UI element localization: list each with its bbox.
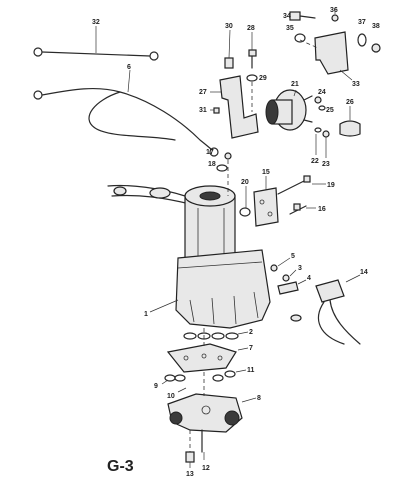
callout-20: 20 — [241, 179, 249, 186]
callout-4: 4 — [307, 275, 311, 282]
bracket-4 — [277, 279, 307, 295]
callout-3: 3 — [298, 265, 302, 272]
figure-label: G-3 — [107, 458, 134, 475]
callout-38: 38 — [372, 23, 380, 30]
callout-17: 17 — [206, 149, 214, 156]
callout-2: 2 — [249, 329, 253, 336]
bracket-27 — [210, 75, 259, 139]
screw-3 — [282, 269, 297, 282]
washer-29 — [246, 74, 258, 82]
callout-36: 36 — [330, 7, 338, 14]
nut-17 — [224, 152, 232, 160]
washer-37 — [357, 33, 367, 47]
assembly-lines — [189, 39, 319, 452]
screw-5 — [270, 257, 291, 272]
callout-8: 8 — [257, 395, 261, 402]
o-rings-9 — [161, 374, 186, 385]
screw-30 — [224, 29, 234, 69]
callout-32: 32 — [92, 19, 100, 26]
callout-13: 13 — [186, 471, 194, 478]
bolt-34 — [289, 11, 316, 21]
solenoid-21 — [265, 89, 313, 131]
washer-22 — [314, 127, 322, 155]
callout-18: 18 — [208, 161, 216, 168]
o-rings-2 — [183, 331, 249, 340]
callout-14: 14 — [360, 269, 368, 276]
washer-18 — [216, 164, 228, 172]
callout-10: 10 — [167, 393, 175, 400]
washer-20 — [239, 186, 251, 217]
nut-23 — [322, 130, 330, 158]
motor-wires — [107, 184, 191, 205]
callout-26: 26 — [346, 99, 354, 106]
callout-29: 29 — [259, 75, 267, 82]
callout-22: 22 — [311, 158, 319, 165]
callout-15: 15 — [262, 169, 270, 176]
screw-31 — [210, 107, 220, 114]
callout-35: 35 — [286, 25, 294, 32]
callout-11: 11 — [247, 367, 255, 374]
callout-31: 31 — [199, 107, 207, 114]
callout-7: 7 — [249, 345, 253, 352]
o-rings-11 — [212, 369, 247, 382]
callout-28: 28 — [247, 25, 255, 32]
reservoir-1 — [149, 249, 271, 329]
callout-1: 1 — [144, 311, 148, 318]
plate-15 — [253, 176, 279, 227]
nut-38 — [371, 43, 381, 53]
nut-24 — [314, 96, 322, 104]
pin-12 — [201, 429, 205, 460]
boot-26 — [339, 106, 361, 137]
callout-21: 21 — [291, 81, 299, 88]
callout-24: 24 — [318, 89, 326, 96]
callout-25: 25 — [326, 107, 334, 114]
nut-36 — [331, 8, 339, 22]
cable-6 — [33, 69, 219, 157]
callout-27: 27 — [199, 89, 207, 96]
valve-body-8 — [167, 393, 257, 433]
washer-35 — [294, 33, 306, 43]
callout-37: 37 — [358, 19, 366, 26]
callout-16: 16 — [318, 206, 326, 213]
bolt-16 — [289, 203, 316, 215]
part-10 — [177, 387, 187, 393]
callout-30: 30 — [225, 23, 233, 30]
bolt-13 — [185, 451, 195, 468]
gasket-7 — [166, 343, 249, 373]
callout-33: 33 — [352, 81, 360, 88]
bolt-28 — [248, 32, 257, 69]
callout-34: 34 — [283, 13, 291, 20]
callout-9: 9 — [154, 383, 158, 390]
washer-25 — [318, 105, 326, 111]
callout-19: 19 — [327, 182, 335, 189]
callout-23: 23 — [322, 161, 330, 168]
callout-labels: 32 6 30 28 29 27 31 21 24 25 26 22 23 33… — [92, 7, 380, 478]
callout-5: 5 — [291, 253, 295, 260]
callout-6: 6 — [127, 64, 131, 71]
callout-12: 12 — [202, 465, 210, 472]
cable-32 — [33, 26, 159, 61]
switch-14 — [290, 274, 361, 345]
bolt-19 — [277, 175, 326, 195]
bracket-33 — [314, 31, 353, 81]
